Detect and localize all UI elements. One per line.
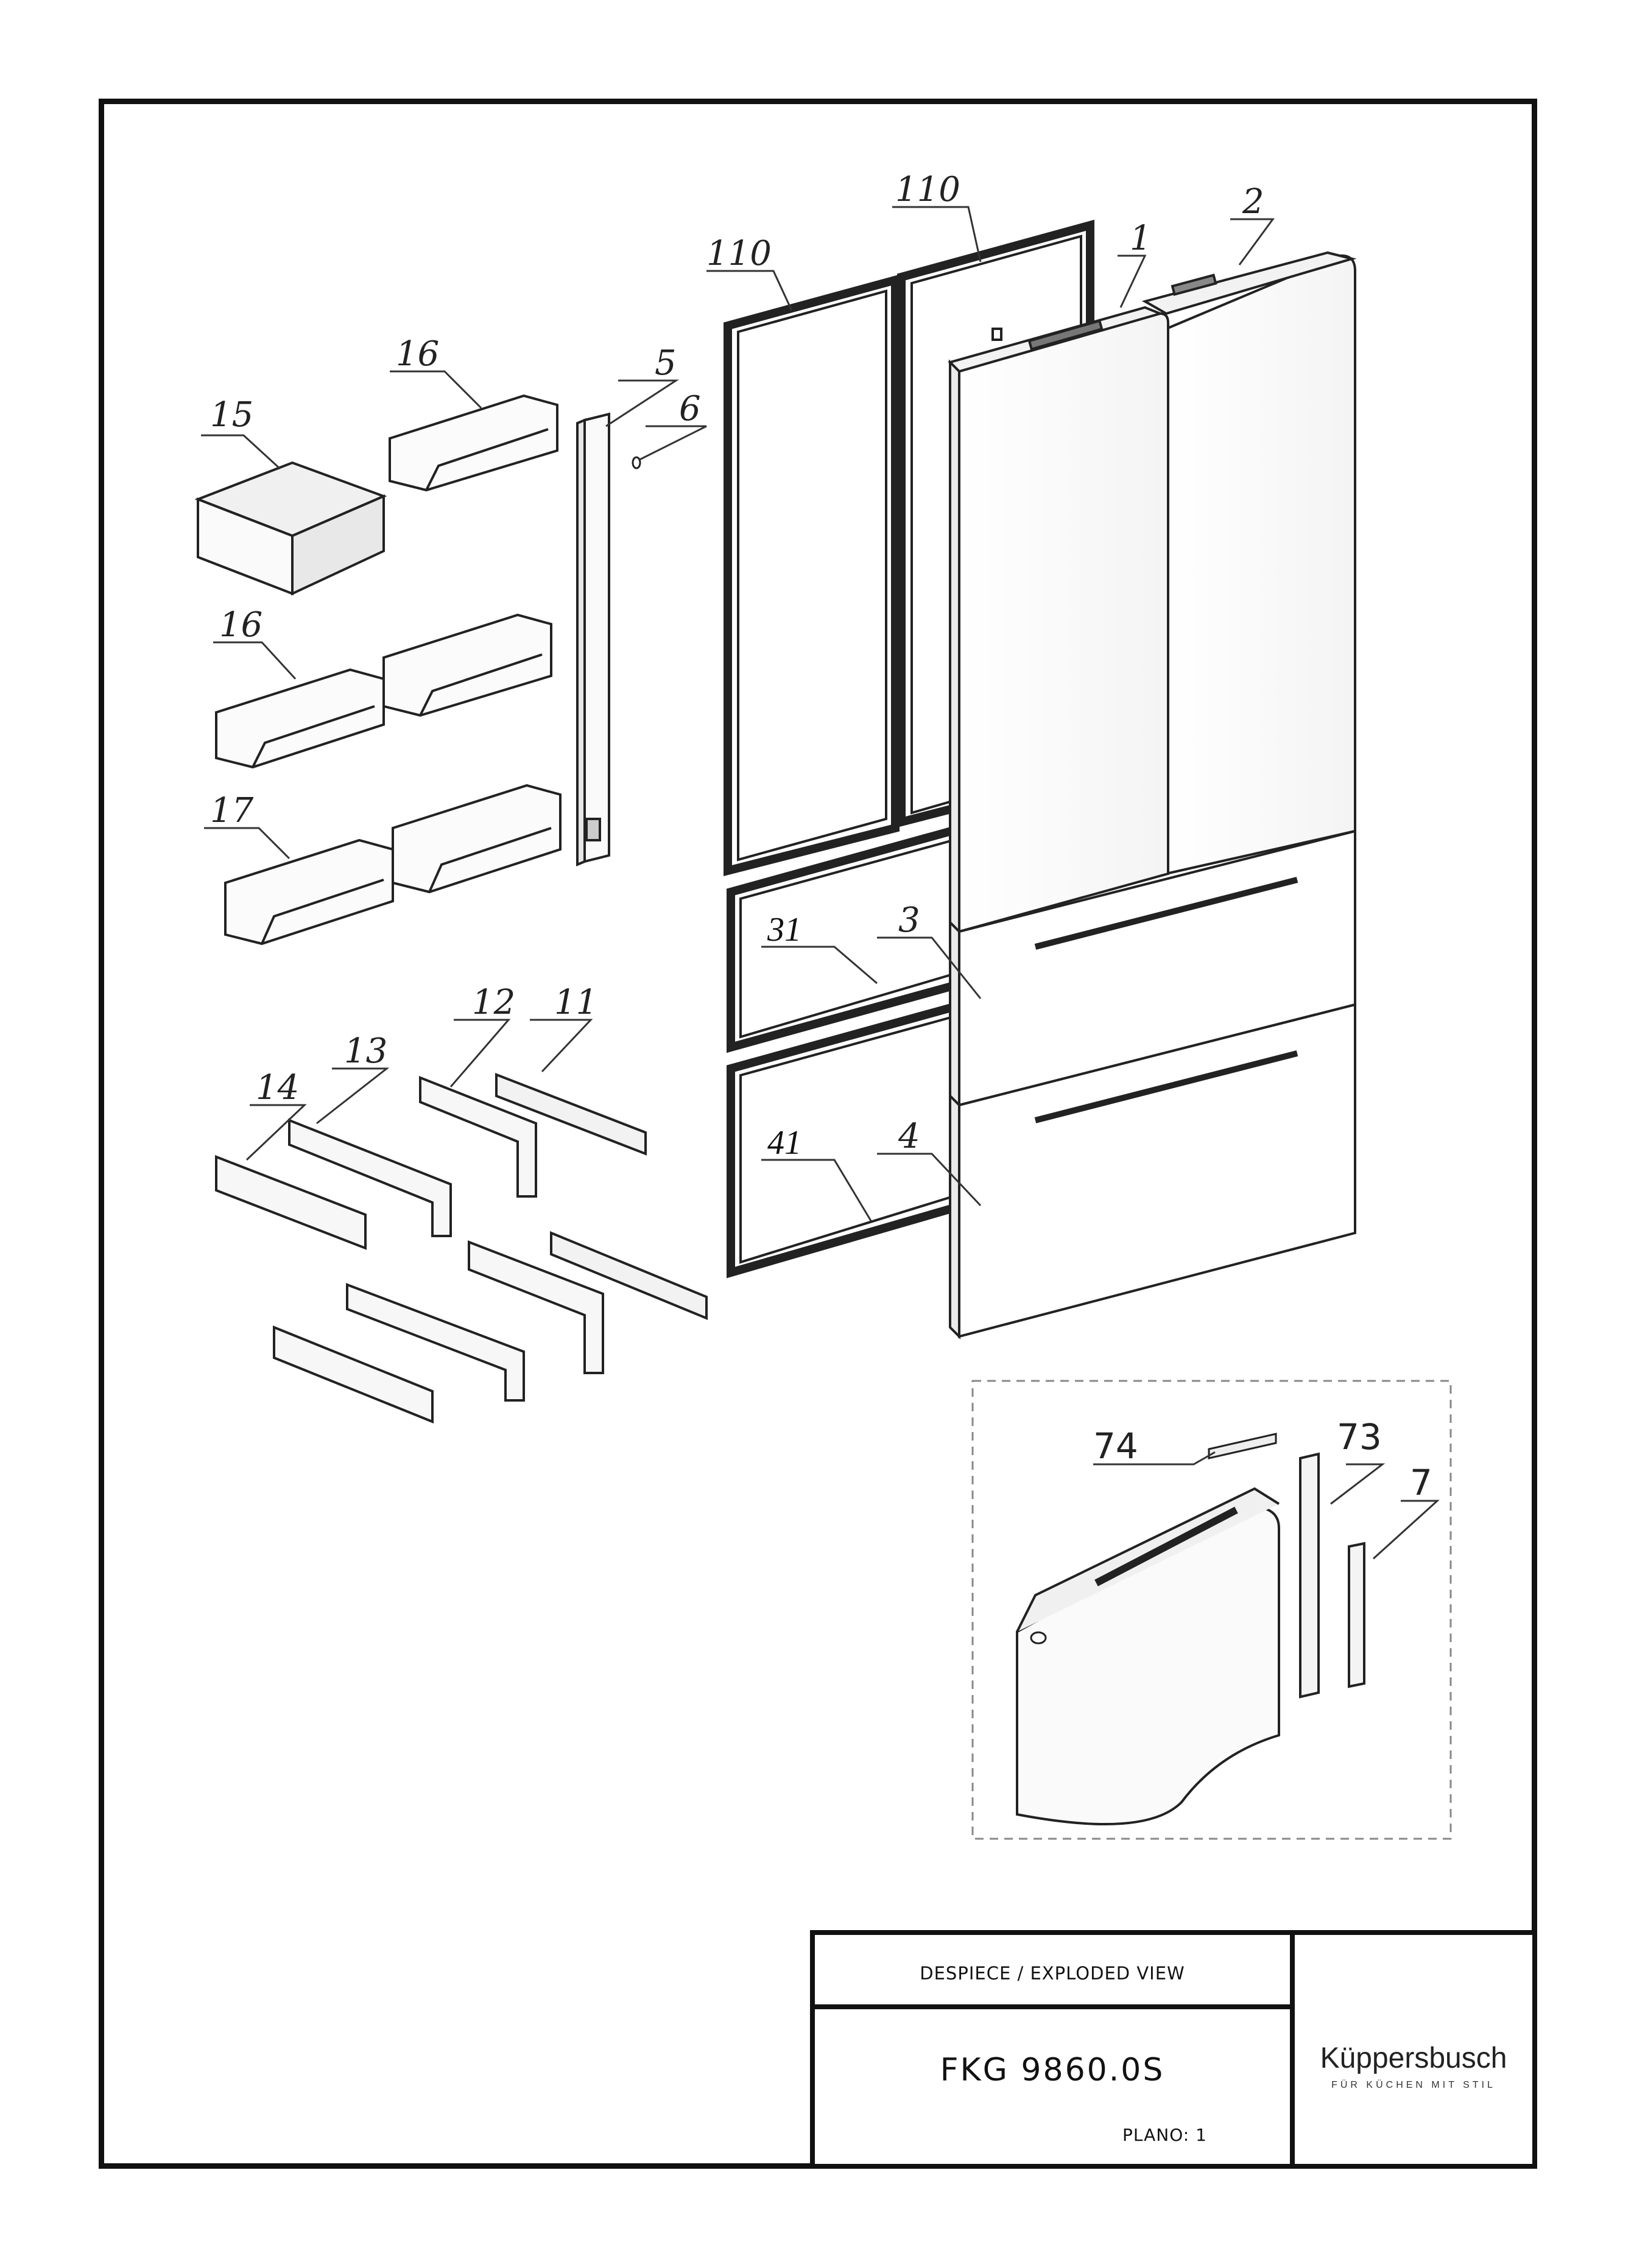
callout-shelf-16-top: 16: [396, 334, 439, 374]
door-shelf-16-mid-left: [215, 668, 385, 769]
detail-inset: [971, 1380, 1452, 1840]
rail-11-upper: [495, 1073, 647, 1156]
rail-13-lower: [346, 1283, 525, 1402]
brand-slogan: FÜR KÜCHEN MIT STIL: [1331, 2080, 1496, 2090]
callout-detail-74: 74: [1093, 1425, 1138, 1467]
callout-hinge-pin: 6: [679, 389, 701, 429]
callout-seal-upper-right: 110: [895, 170, 960, 209]
callout-seal-31: 31: [767, 911, 801, 949]
title-block: DESPIECE / EXPLODED VIEW FKG 9860.0S PLA…: [810, 1930, 1537, 2169]
leader-lines: [201, 206, 1440, 1560]
rail-12-upper: [419, 1076, 537, 1198]
callout-seal-upper-left: 110: [706, 234, 772, 273]
callout-hinge-bar: 5: [655, 343, 677, 383]
callout-shelf-17: 17: [210, 791, 254, 830]
callout-detail-73: 73: [1337, 1416, 1382, 1458]
callout-labels: 110 110 1 2 5 6 15 16 16 17 31 3 41 4 11…: [210, 170, 1432, 1503]
hinge-pin: [632, 456, 641, 469]
callout-rail-11: 11: [554, 983, 597, 1022]
title-block-logo-cell: Küppersbusch FÜR KÜCHEN MIT STIL: [1290, 1930, 1537, 2169]
callout-drawer-3: 3: [898, 901, 920, 940]
sheet-number: PLANO: 1: [1122, 2125, 1207, 2145]
door-shelf-16-top: [389, 394, 558, 492]
hinge-bar: [576, 412, 610, 866]
drawer-4: [949, 1003, 1356, 1339]
rail-14-upper: [215, 1155, 367, 1250]
callout-rail-13: 13: [344, 1031, 387, 1071]
rail-14-lower: [273, 1325, 434, 1424]
drawing-frame: [99, 99, 1537, 2169]
door-right: [1141, 251, 1357, 876]
model-number: FKG 9860.0S: [940, 2052, 1165, 2088]
callout-detail-7: 7: [1410, 1462, 1432, 1503]
callout-seal-41: 41: [767, 1124, 801, 1162]
door-seal-left: [724, 274, 900, 877]
callout-drawer-4: 4: [898, 1117, 920, 1156]
rail-12-lower: [468, 1240, 604, 1374]
brand-logo: Küppersbusch: [1320, 2042, 1507, 2074]
title-block-model-cell: FKG 9860.0S PLANO: 1: [810, 2004, 1295, 2169]
callout-box-15: 15: [210, 395, 253, 435]
dairy-box: [194, 461, 387, 596]
title-block-header-cell: DESPIECE / EXPLODED VIEW: [810, 1930, 1295, 2009]
drawing-type-label: DESPIECE / EXPLODED VIEW: [920, 1963, 1185, 1984]
callout-door-right: 2: [1242, 182, 1264, 222]
rail-11-lower: [550, 1231, 708, 1320]
callout-rail-12: 12: [472, 983, 515, 1022]
callout-rail-14: 14: [256, 1068, 299, 1108]
rail-13-upper: [288, 1118, 452, 1237]
callout-door-left: 1: [1130, 219, 1152, 258]
door-shelf-17-left: [224, 838, 394, 946]
callout-shelf-16-mid: 16: [219, 605, 262, 645]
